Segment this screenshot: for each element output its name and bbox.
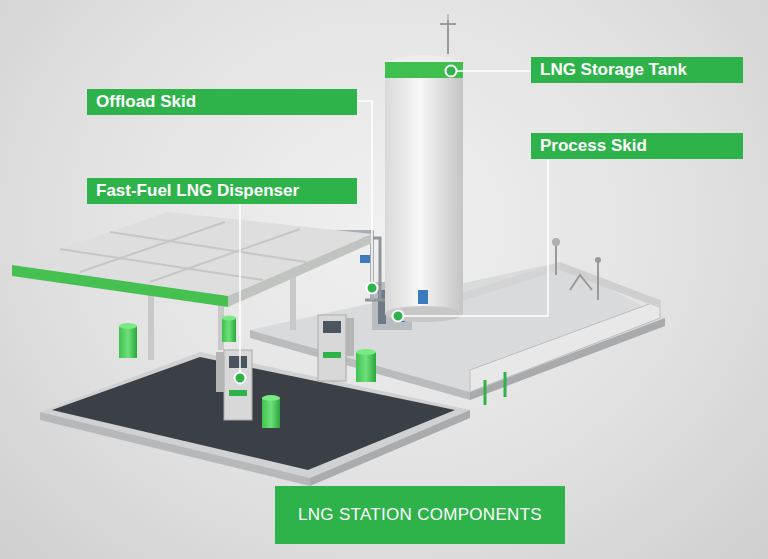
label-box: Offload Skid bbox=[87, 89, 357, 115]
component-label: Offload Skid bbox=[87, 92, 205, 112]
label-box: Fast-Fuel LNG Dispenser bbox=[87, 178, 357, 204]
title-box: LNG STATION COMPONENTS bbox=[275, 486, 565, 544]
diagram-title: LNG STATION COMPONENTS bbox=[284, 505, 556, 525]
component-label: LNG Storage Tank bbox=[531, 60, 696, 80]
label-box: LNG Storage Tank bbox=[531, 57, 743, 83]
label-box: Process Skid bbox=[531, 133, 743, 159]
component-label: Fast-Fuel LNG Dispenser bbox=[87, 181, 308, 201]
component-label: Process Skid bbox=[531, 136, 656, 156]
